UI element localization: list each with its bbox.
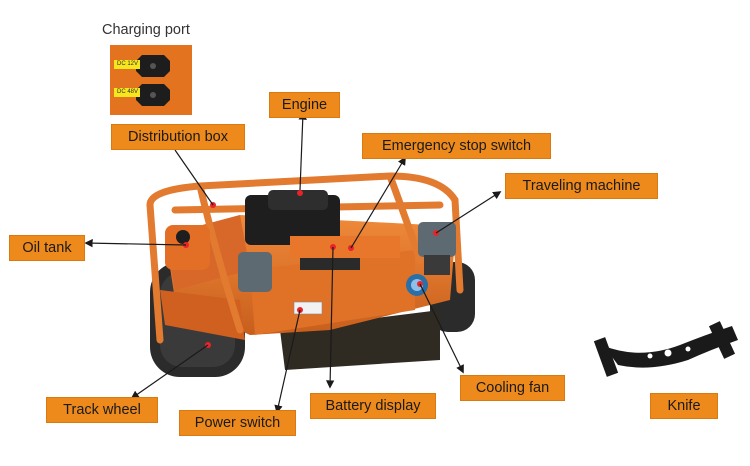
traveling-motor — [418, 222, 456, 275]
cooling-fan-label: Cooling fan — [460, 375, 565, 401]
charging-port-photo — [110, 45, 192, 115]
dc-48v-tag: DC 48V — [115, 88, 141, 97]
emergency-stop-label: Emergency stop switch — [362, 133, 551, 159]
charging-port-title: Charging port — [102, 22, 190, 38]
distribution-box-label: Distribution box — [111, 124, 245, 150]
left-motor — [238, 252, 272, 292]
traveling-machine-label: Traveling machine — [505, 173, 658, 199]
track-wheel-label: Track wheel — [46, 397, 158, 423]
leader-lines — [84, 111, 502, 414]
knife-label: Knife — [650, 393, 718, 419]
oil-tank-label: Oil tank — [9, 235, 85, 261]
power-switch-label: Power switch — [179, 410, 296, 436]
dc-12v-tag: DC 12V — [115, 60, 141, 69]
roll-cage — [146, 172, 464, 344]
engine-label: Engine — [269, 92, 340, 118]
control-panel — [290, 236, 400, 258]
knife-blade — [593, 321, 738, 377]
battery-display-label: Battery display — [310, 393, 436, 419]
